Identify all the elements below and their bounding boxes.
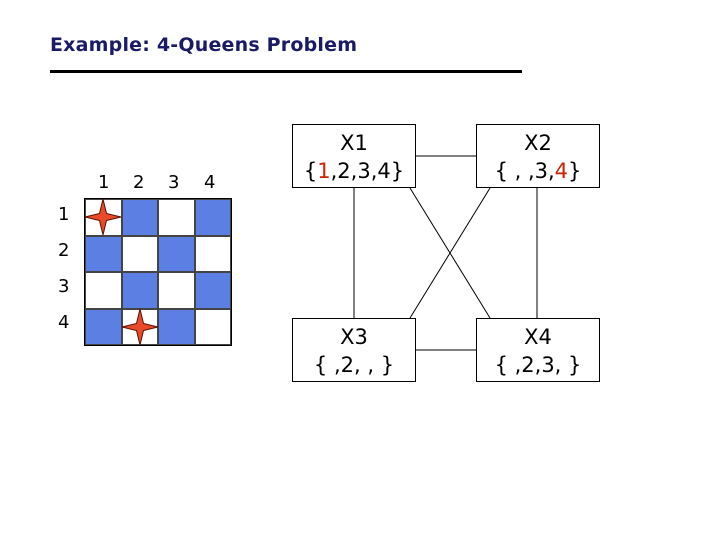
board-cell-r1-c3 (158, 199, 195, 236)
board-cell-r4-c4 (194, 308, 231, 345)
node-x2-name: X2 (524, 131, 552, 155)
board-cell-r2-c4 (194, 235, 231, 272)
queen-icon (121, 308, 158, 345)
node-x1-domain-rest: ,2,3,4} (330, 159, 405, 183)
node-x4-domain: { ,2,3, } (494, 353, 582, 377)
title-underline (50, 70, 522, 73)
chessboard (84, 198, 232, 346)
node-x1-domain-open: { (303, 159, 318, 183)
board-cell-r2-c2 (121, 235, 158, 272)
board-cell-r3-c2 (121, 272, 158, 309)
col-label-4: 4 (204, 172, 216, 193)
node-x3-name: X3 (340, 325, 368, 349)
row-label-4: 4 (58, 312, 70, 333)
board-cell-r2-c1 (85, 235, 122, 272)
node-x2-domain: { , ,3,4} (477, 157, 599, 185)
board-cell-r3-c3 (158, 272, 195, 309)
node-x1-domain: {1,2,3,4} (293, 157, 415, 185)
node-x4-name: X4 (524, 325, 552, 349)
node-x2-domain-close: } (568, 159, 582, 183)
queen-icon (85, 199, 122, 236)
row-label-2: 2 (58, 240, 70, 261)
node-x2-domain-eliminated: 4 (554, 159, 569, 183)
board-cell-r1-c2 (121, 199, 158, 236)
node-x1: X1 {1,2,3,4} (292, 124, 416, 188)
node-x1-domain-eliminated: 1 (317, 159, 331, 183)
row-label-3: 3 (58, 276, 70, 297)
col-label-3: 3 (168, 172, 180, 193)
node-x4: X4 { ,2,3, } (476, 318, 600, 382)
col-label-2: 2 (133, 172, 145, 193)
edge-x2-x3 (409, 187, 491, 319)
board-cell-r3-c4 (194, 272, 231, 309)
node-x3: X3 { ,2, , } (292, 318, 416, 382)
col-label-1: 1 (98, 172, 110, 193)
board-cell-r4-c1 (85, 308, 122, 345)
node-x3-domain: { ,2, , } (313, 353, 395, 377)
board-cell-r3-c1 (85, 272, 122, 309)
board-cell-r2-c3 (158, 235, 195, 272)
node-x1-name: X1 (340, 131, 368, 155)
board-cell-r1-c4 (194, 199, 231, 236)
node-x2: X2 { , ,3,4} (476, 124, 600, 188)
node-x2-domain-open: { , ,3, (494, 159, 555, 183)
board-cell-r4-c3 (158, 308, 195, 345)
row-label-1: 1 (58, 204, 70, 225)
slide-title: Example: 4-Queens Problem (50, 34, 358, 56)
